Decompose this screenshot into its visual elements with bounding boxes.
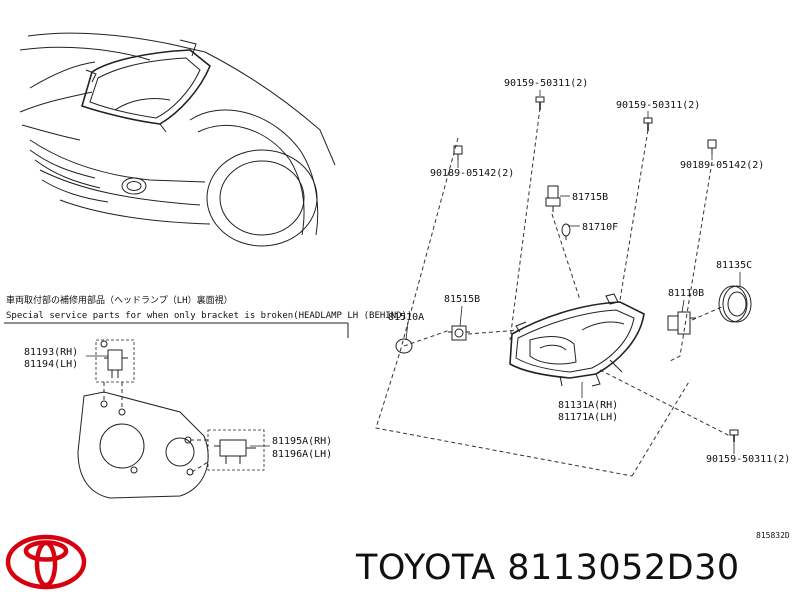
bulb-81715B — [545, 185, 561, 212]
bulb-81110B — [667, 311, 696, 335]
label-81510A: 81510A — [388, 312, 424, 323]
label-81196A: 81196A(LH) — [272, 449, 332, 460]
clip-90189-left — [453, 145, 463, 160]
label-90189-left: 90189-05142(2) — [430, 168, 514, 179]
cap-81135C — [718, 285, 752, 323]
special-title-jp: 車両取付部の補修用部品（ヘッドランプ（LH）裏面視） — [6, 294, 233, 306]
diagram-reference-code: 815832D — [756, 531, 790, 540]
toyota-logo-icon — [5, 534, 87, 590]
headlamp-exploded-view: 90159-50311(2) 90159-50311(2) 90189-0514… — [375, 78, 790, 477]
label-81193: 81193(RH) — [24, 347, 78, 358]
label-81110B: 81110B — [668, 288, 704, 299]
bulb-81710F — [561, 223, 571, 240]
screw-90159-top — [535, 96, 545, 110]
special-parts-box: 車両取付部の補修用部品（ヘッドランプ（LH）裏面視） Special servi… — [4, 294, 412, 499]
bulb-81510A — [395, 338, 413, 354]
brand-part-number: TOYOTA 8113052D30 — [356, 548, 740, 588]
car-front-illustration — [19, 32, 336, 247]
label-90159-top: 90159-50311(2) — [504, 78, 588, 89]
screw-90159-mid — [643, 117, 653, 131]
screw-90159-bottom — [729, 429, 739, 442]
label-81194: 81194(LH) — [24, 359, 78, 370]
clip-90189-right — [707, 139, 717, 154]
label-90159-mid: 90159-50311(2) — [616, 100, 700, 111]
special-title-en: Special service parts for when only brac… — [6, 311, 412, 321]
label-81715B: 81715B — [572, 192, 608, 203]
label-81135C: 81135C — [716, 260, 752, 271]
label-81710F: 81710F — [582, 222, 618, 233]
socket-81515B — [448, 325, 470, 341]
label-90159-bottom: 90159-50311(2) — [706, 454, 790, 465]
label-81131A: 81131A(RH) — [558, 400, 618, 411]
label-81195A: 81195A(RH) — [272, 436, 332, 447]
label-81171A: 81171A(LH) — [558, 412, 618, 423]
label-81515B: 81515B — [444, 294, 480, 305]
label-90189-right: 90189-05142(2) — [680, 160, 764, 171]
